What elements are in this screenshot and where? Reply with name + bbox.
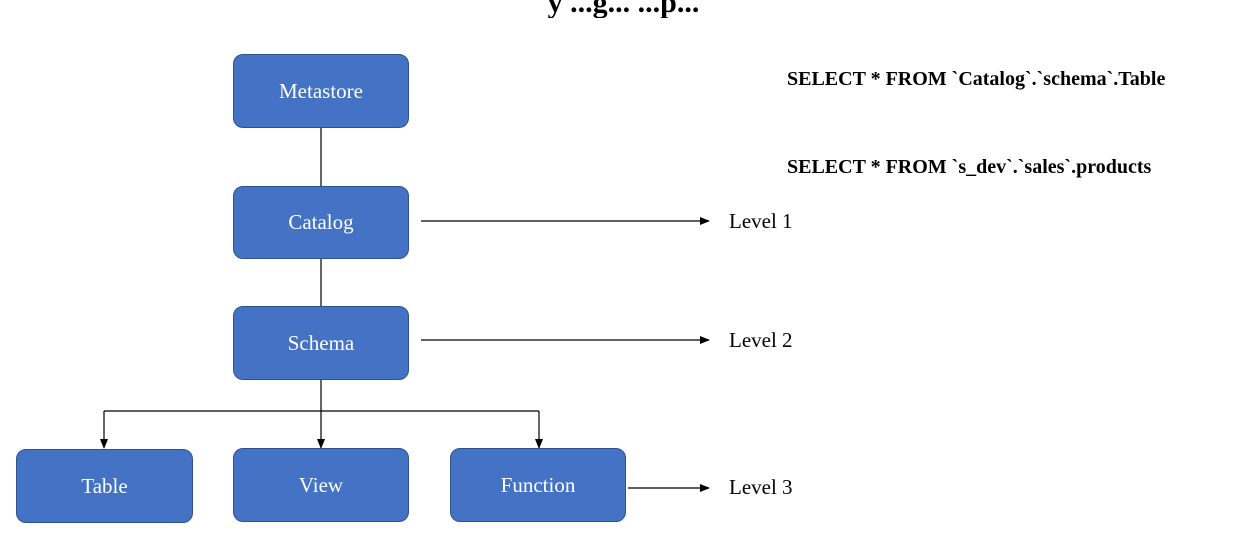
table-node-label: Table: [81, 473, 128, 498]
metastore-node-label: Metastore: [279, 78, 363, 103]
generic-query-text: SELECT * FROM `Catalog`.`schema`.Table: [787, 68, 1166, 90]
catalog-node-label: Catalog: [288, 210, 354, 234]
level-1-label: Level 1: [729, 209, 793, 233]
schema-node: Schema: [233, 306, 409, 380]
schema-node-label: Schema: [287, 330, 355, 355]
diagram-title: y ...g... ...p...: [547, 0, 700, 18]
function-node: Function: [450, 448, 626, 522]
level-2-label: Level 2: [729, 328, 793, 352]
catalog-node: Catalog: [233, 186, 409, 259]
function-node-label: Function: [500, 472, 576, 497]
view-node-label: View: [298, 472, 344, 497]
example-query-text: SELECT * FROM `s_dev`.`sales`.products: [787, 156, 1152, 178]
table-node: Table: [16, 449, 193, 523]
metastore-node: Metastore: [233, 54, 409, 128]
view-node: View: [233, 448, 409, 522]
level-3-label: Level 3: [729, 475, 793, 499]
